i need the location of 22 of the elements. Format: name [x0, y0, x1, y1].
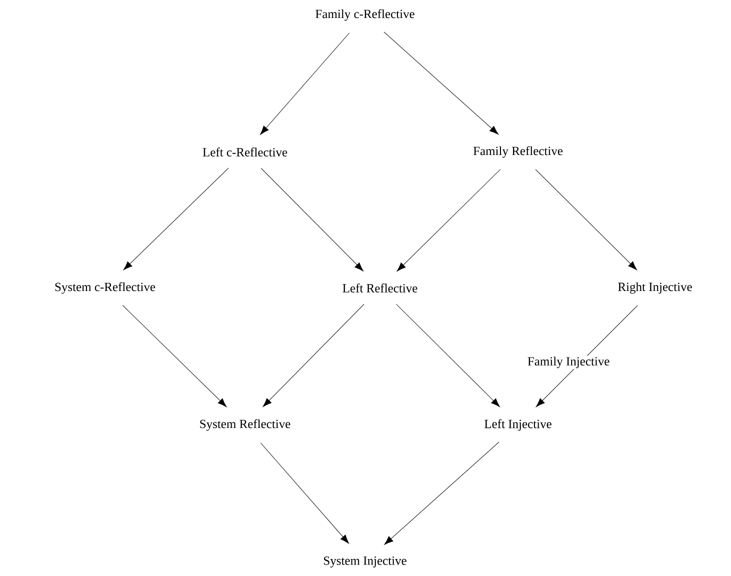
node-label: Left Reflective — [342, 284, 418, 292]
arrow — [396, 304, 500, 408]
node-label: Left c-Reflective — [202, 148, 288, 156]
arrow — [122, 305, 227, 408]
arrow — [535, 169, 638, 270]
node-label: System Injective — [324, 556, 406, 568]
arrow — [260, 32, 350, 135]
arrow — [260, 168, 364, 272]
arrow — [123, 168, 229, 270]
edge-label: Family Injective — [528, 356, 610, 368]
arrow — [384, 32, 498, 135]
arrow — [262, 304, 364, 407]
node-label: Family Reflective — [473, 146, 563, 158]
arrow — [384, 442, 500, 545]
arrow — [396, 169, 501, 272]
node-label: System c-Reflective — [55, 282, 156, 294]
arrow — [536, 305, 638, 408]
node-label: Right Injective — [618, 282, 692, 294]
arrow — [260, 442, 350, 544]
node-label: Left Injective — [484, 419, 552, 431]
node-label: System Reflective — [200, 419, 290, 431]
node-label: Family c-Reflective — [316, 9, 414, 21]
